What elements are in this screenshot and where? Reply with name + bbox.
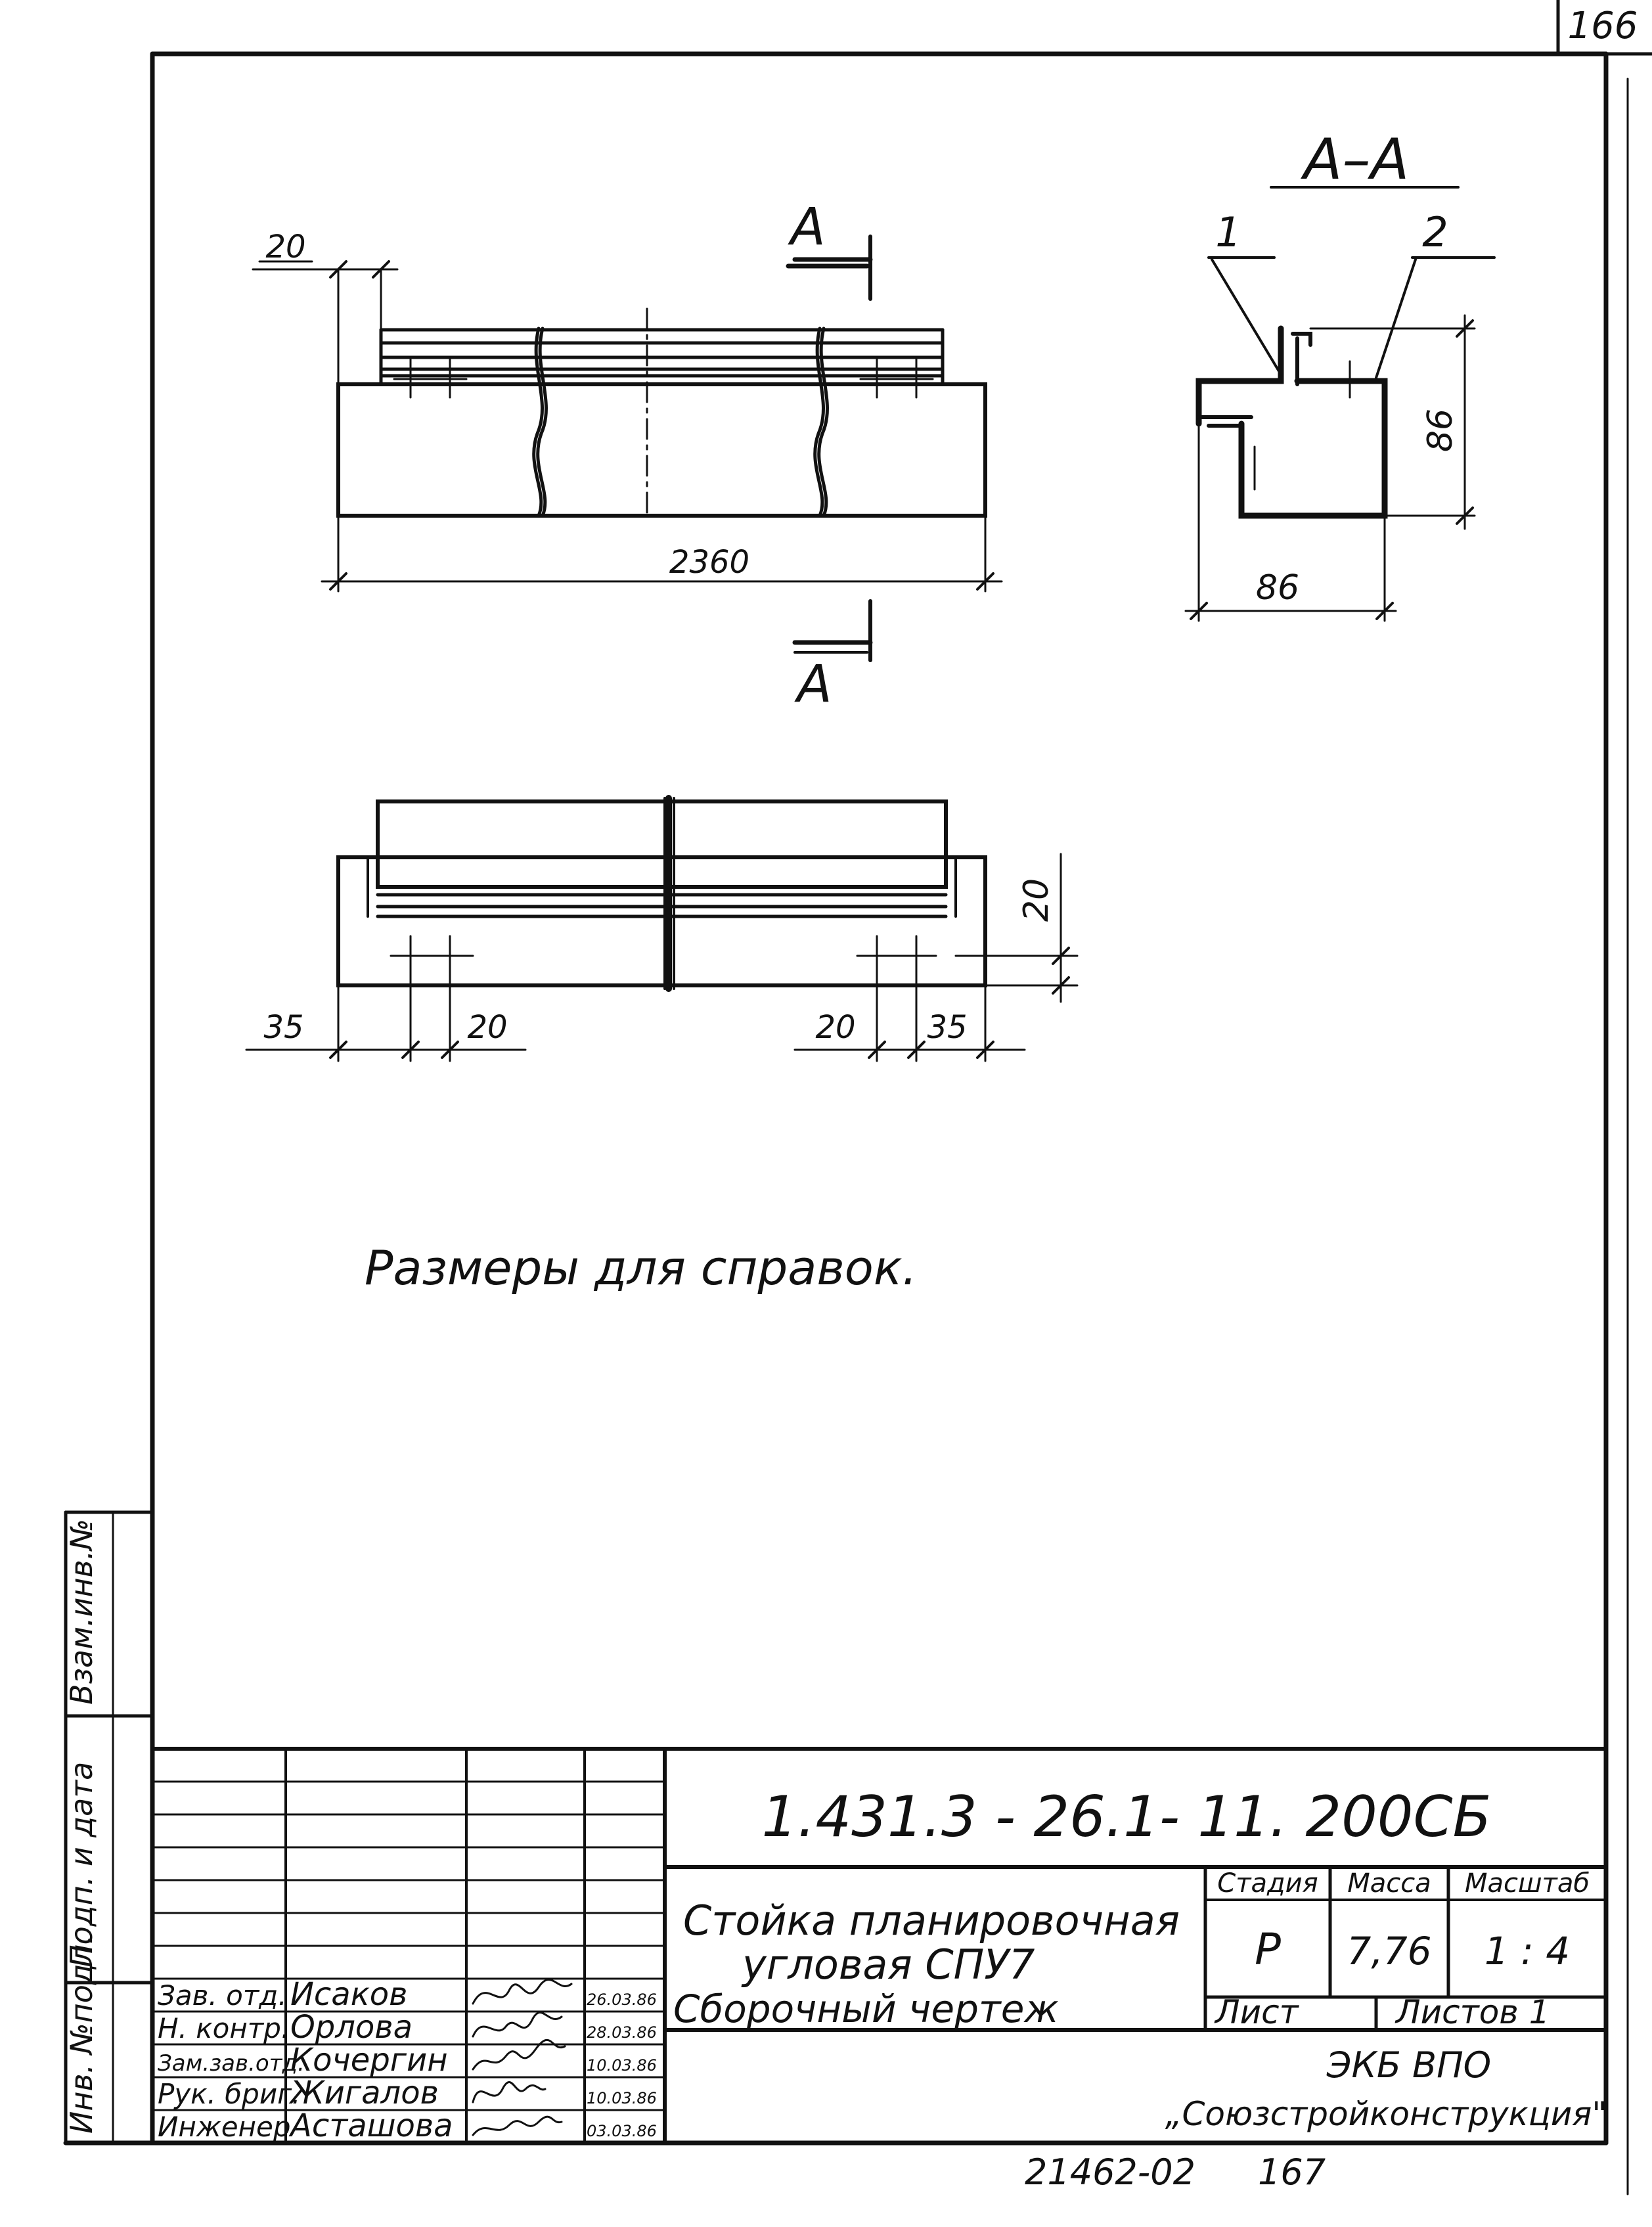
stage-header: Стадия xyxy=(1217,1868,1318,1899)
signature-role: Зав. отд. xyxy=(158,1979,287,2012)
signature-role: Инженер xyxy=(158,2111,291,2143)
document-designation: 1.431.3 - 26.1- 11. 200СБ xyxy=(761,1784,1491,1850)
archive-code: 21462-02 xyxy=(1025,2151,1195,2193)
signature-name: Асташова xyxy=(288,2107,453,2144)
front-view-body xyxy=(336,382,987,518)
section-title: А–А xyxy=(1301,127,1410,192)
section-a-a: А–А 1 2 86 86 xyxy=(1184,127,1496,622)
dim-overall-length: 2360 xyxy=(321,514,1003,593)
dim-plan-spacing-left: 20 xyxy=(467,1009,507,1046)
signature-role: Рук. бриг. xyxy=(158,2078,301,2110)
dim-plan-spacing-right: 20 xyxy=(815,1009,855,1046)
callout-2: 2 xyxy=(1422,208,1448,256)
part-name-line3: Сборочный чертеж xyxy=(673,1987,1059,2031)
mass-value: 7,76 xyxy=(1347,1929,1431,1973)
dim-section-height-label: 86 xyxy=(1421,409,1460,452)
plan-view-top xyxy=(376,799,948,889)
dim-plan-height-label: 20 xyxy=(1017,878,1056,922)
section-mark-bottom-letter: А xyxy=(793,655,832,714)
side-label-podp-data: Подп. и дата xyxy=(64,1762,99,1968)
signature-name: Кочергин xyxy=(290,2042,448,2079)
mass-header: Масса xyxy=(1347,1868,1431,1899)
section-mark-top-letter: А xyxy=(787,198,825,257)
dim-top-offset: 20 xyxy=(252,229,399,386)
callout-1: 1 xyxy=(1215,208,1241,256)
plan-view-holes xyxy=(390,935,937,977)
archive-page: 167 xyxy=(1258,2151,1326,2193)
sheets-count: Листов 1 xyxy=(1395,1993,1550,2031)
signature-scribble xyxy=(472,2012,563,2038)
sheet-number: 166 xyxy=(1568,5,1638,47)
org-line1: ЭКБ ВПО xyxy=(1326,2044,1491,2086)
dim-section-width-label: 86 xyxy=(1256,568,1299,608)
section-mark-top: А xyxy=(786,198,873,301)
signature-row-5: Инженер Асташова 03.03.86 xyxy=(158,2107,657,2144)
break-line-left xyxy=(532,326,544,518)
scale-header: Масштаб xyxy=(1465,1868,1590,1899)
signature-date: 10.03.86 xyxy=(587,2089,657,2107)
stage-value: Р xyxy=(1255,1924,1281,1975)
signature-name: Жигалов xyxy=(288,2075,439,2111)
title-block-rows xyxy=(151,1780,666,2111)
signature-row-1: Зав. отд. Исаков 26.03.86 xyxy=(158,1976,657,2013)
plan-view-base xyxy=(336,855,987,987)
dim-plan-bottom: 35 20 20 35 xyxy=(245,974,1026,1062)
title-block: Зав. отд. Исаков 26.03.86 Н. контр. Орло… xyxy=(150,1747,1608,2145)
plan-view: 20 35 20 20 35 xyxy=(245,795,1079,1062)
signature-date: 03.03.86 xyxy=(587,2122,657,2140)
front-view: 20 2360 А А xyxy=(252,198,1003,714)
section-mark-bottom: А xyxy=(792,599,873,714)
signature-scribble xyxy=(472,2081,547,2103)
sheet-number-box: 166 xyxy=(1556,0,1652,56)
dim-section-height: 86 xyxy=(1309,314,1476,530)
front-view-holes xyxy=(393,357,934,399)
signature-scribble xyxy=(472,2039,566,2071)
dim-section-width: 86 xyxy=(1184,426,1397,622)
dim-overall-length-label: 2360 xyxy=(669,544,749,581)
signature-role: Н. контр. xyxy=(158,2012,290,2044)
signature-scribble xyxy=(472,1979,573,2005)
signature-date: 28.03.86 xyxy=(587,2023,657,2042)
break-line-right xyxy=(813,326,825,518)
front-view-rails xyxy=(379,328,945,386)
side-label-vzam-inv: Взам.инв.№ xyxy=(64,1519,99,1705)
signature-date: 10.03.86 xyxy=(587,2056,657,2075)
side-label-inv-podl: Инв. №подл. xyxy=(64,1935,99,2134)
part-name-line1: Стойка планировочная xyxy=(683,1897,1180,1945)
signature-date: 26.03.86 xyxy=(587,1991,657,2009)
signature-scribble xyxy=(472,2115,563,2136)
angle-profile xyxy=(1195,325,1388,519)
angle-profile-lips xyxy=(1197,332,1312,436)
dim-plan-offset-left: 35 xyxy=(263,1009,303,1046)
dim-top-offset-label: 20 xyxy=(265,229,305,265)
drawing-frame: Инв. №подл. Подп. и дата Взам.инв.№ xyxy=(63,51,1629,2195)
sheet-label: Лист xyxy=(1214,1993,1300,2031)
signature-name: Орлова xyxy=(290,2009,413,2046)
signature-row-2: Н. контр. Орлова 28.03.86 xyxy=(158,2009,657,2046)
signature-row-4: Рук. бриг. Жигалов 10.03.86 xyxy=(158,2075,657,2111)
dim-plan-height: 20 xyxy=(954,853,1079,1003)
reference-note: Размеры для справок. xyxy=(365,1240,917,1295)
dim-plan-offset-right: 35 xyxy=(927,1009,967,1046)
scale-value: 1 : 4 xyxy=(1485,1929,1570,1973)
org-line2: „Союзстройконструкция" xyxy=(1165,2095,1607,2133)
signature-row-3: Зам.зав.отд. Кочергин 10.03.86 xyxy=(158,2039,657,2079)
signature-role: Зам.зав.отд. xyxy=(158,2050,305,2077)
signature-name: Исаков xyxy=(290,1976,407,2013)
part-name-line2: угловая СПУ7 xyxy=(741,1941,1035,1989)
